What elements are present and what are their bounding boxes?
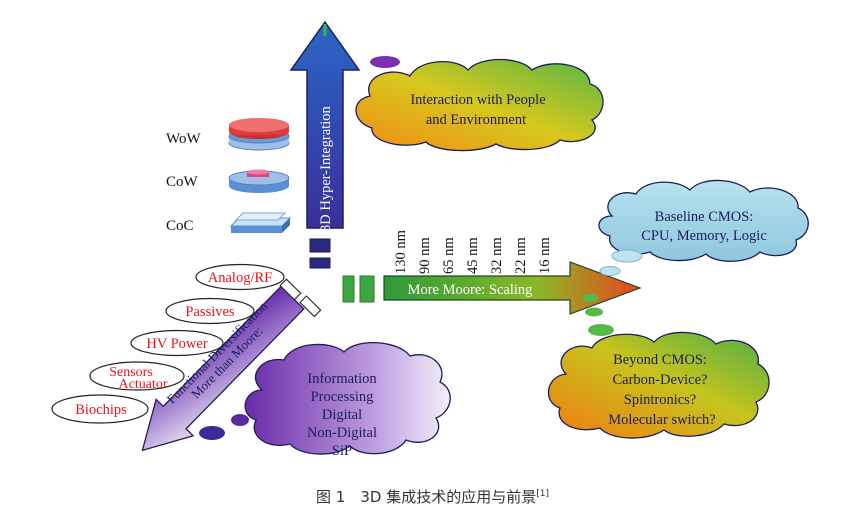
function-analog-rf: Analog/RF bbox=[195, 263, 285, 291]
coc-stack-icon bbox=[229, 212, 292, 233]
function-passives: Passives bbox=[165, 297, 255, 325]
beyond-line1: Beyond CMOS: bbox=[613, 352, 707, 368]
bubble-decoration bbox=[231, 414, 249, 426]
bubble-decoration bbox=[588, 324, 614, 336]
baseline-line1: Baseline CMOS: bbox=[655, 209, 754, 225]
vertical-dash bbox=[309, 257, 331, 269]
beyond-line3: Spintronics? bbox=[624, 392, 697, 408]
info-line5: SiP bbox=[332, 443, 352, 459]
diagonal-dashes bbox=[279, 278, 322, 318]
function-hv-power: HV Power bbox=[130, 329, 224, 357]
cow-stack-icon bbox=[228, 169, 290, 193]
beyond-line4: Molecular switch? bbox=[608, 412, 716, 428]
node-label: 32 nm bbox=[489, 237, 505, 274]
wow-label: WoW bbox=[166, 131, 201, 147]
node-label: 65 nm bbox=[441, 237, 457, 274]
figure-caption: 图 1 3D 集成技术的应用与前景[1] bbox=[0, 486, 865, 507]
info-line3: Digital bbox=[322, 407, 362, 423]
information-cloud: Information Processing Digital Non-Digit… bbox=[244, 341, 451, 459]
node-label: 90 nm bbox=[417, 237, 433, 274]
interaction-cloud: Interaction with People and Environment bbox=[355, 58, 604, 152]
technology-nodes: 130 nm 90 nm 65 nm 45 nm 32 nm 22 nm 16 … bbox=[393, 229, 553, 274]
info-line1: Information bbox=[307, 371, 377, 387]
bubble-decoration bbox=[582, 294, 598, 302]
baseline-cmos-cloud: Baseline CMOS: CPU, Memory, Logic bbox=[598, 179, 809, 262]
beyond-line2: Carbon-Device? bbox=[612, 372, 707, 388]
bubble-decoration bbox=[199, 426, 225, 440]
baseline-line2: CPU, Memory, Logic bbox=[641, 228, 767, 244]
info-line2: Processing bbox=[311, 389, 374, 405]
sensors-label: Sensors bbox=[109, 365, 153, 380]
node-label: 22 nm bbox=[513, 237, 529, 274]
horizontal-dash bbox=[342, 275, 355, 303]
info-line4: Non-Digital bbox=[307, 425, 377, 441]
wow-stack-icon bbox=[228, 118, 290, 151]
analog-rf-label: Analog/RF bbox=[208, 270, 272, 286]
actuator-label: Actuator bbox=[119, 377, 168, 392]
node-label: 130 nm bbox=[393, 229, 409, 274]
passives-label: Passives bbox=[185, 304, 235, 320]
horizontal-axis-label: More Moore: Scaling bbox=[408, 282, 533, 298]
beyond-cmos-cloud: Beyond CMOS: Carbon-Device? Spintronics?… bbox=[547, 331, 770, 439]
horizontal-dash bbox=[359, 275, 375, 303]
coc-label: CoC bbox=[166, 218, 194, 234]
hv-power-label: HV Power bbox=[146, 336, 208, 352]
caption-text: 图 1 3D 集成技术的应用与前景 bbox=[316, 488, 537, 506]
purple-ellipse-decoration bbox=[370, 56, 400, 68]
function-sensors-actuator: Sensors Actuator bbox=[89, 361, 185, 392]
bubble-decoration bbox=[611, 249, 643, 263]
bubble-decoration bbox=[599, 266, 621, 276]
node-label: 45 nm bbox=[465, 237, 481, 274]
vertical-axis-label: 3D Hyper-Integration bbox=[318, 106, 334, 232]
vertical-arrow: 3D Hyper-Integration bbox=[289, 20, 361, 232]
function-biochips: Biochips bbox=[51, 394, 149, 424]
node-label: 16 nm bbox=[537, 237, 553, 274]
bubble-decoration bbox=[585, 307, 603, 317]
caption-reference: [1] bbox=[536, 489, 549, 499]
interaction-line2: and Environment bbox=[426, 112, 526, 128]
horizontal-arrow: More Moore: Scaling bbox=[383, 261, 642, 315]
cow-label: CoW bbox=[166, 174, 199, 190]
biochips-label: Biochips bbox=[75, 402, 127, 418]
interaction-line1: Interaction with People bbox=[410, 92, 545, 108]
vertical-dash bbox=[309, 238, 331, 253]
